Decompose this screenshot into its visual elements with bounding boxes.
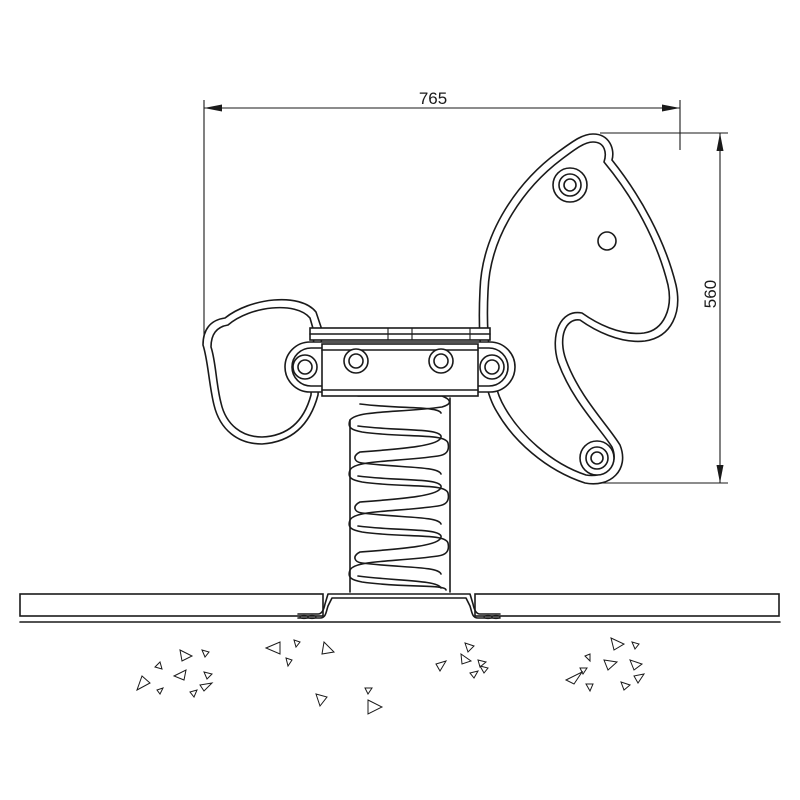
eye-hole (597, 231, 617, 251)
height-arrow-bottom (716, 465, 724, 483)
seat-bolt-1 (292, 354, 318, 380)
head-bolt-top (552, 167, 588, 203)
width-arrow-right (662, 104, 680, 112)
height-arrow-top (716, 133, 724, 151)
width-dimension: 765 (203, 89, 681, 340)
spring-coil (348, 395, 451, 593)
width-arrow-left (204, 104, 222, 112)
tail-panel (202, 298, 323, 445)
seat-bolt-2 (343, 348, 369, 374)
gravel-fill (136, 637, 646, 715)
ground-surface (19, 593, 781, 623)
seat-bolt-3 (428, 348, 454, 374)
height-label: 560 (701, 280, 720, 308)
head-bolt-bottom (579, 440, 615, 476)
height-dimension: 560 (600, 132, 728, 484)
width-label: 765 (419, 89, 447, 108)
seat-bolt-4 (479, 354, 505, 380)
horse-head-panel (478, 133, 679, 485)
